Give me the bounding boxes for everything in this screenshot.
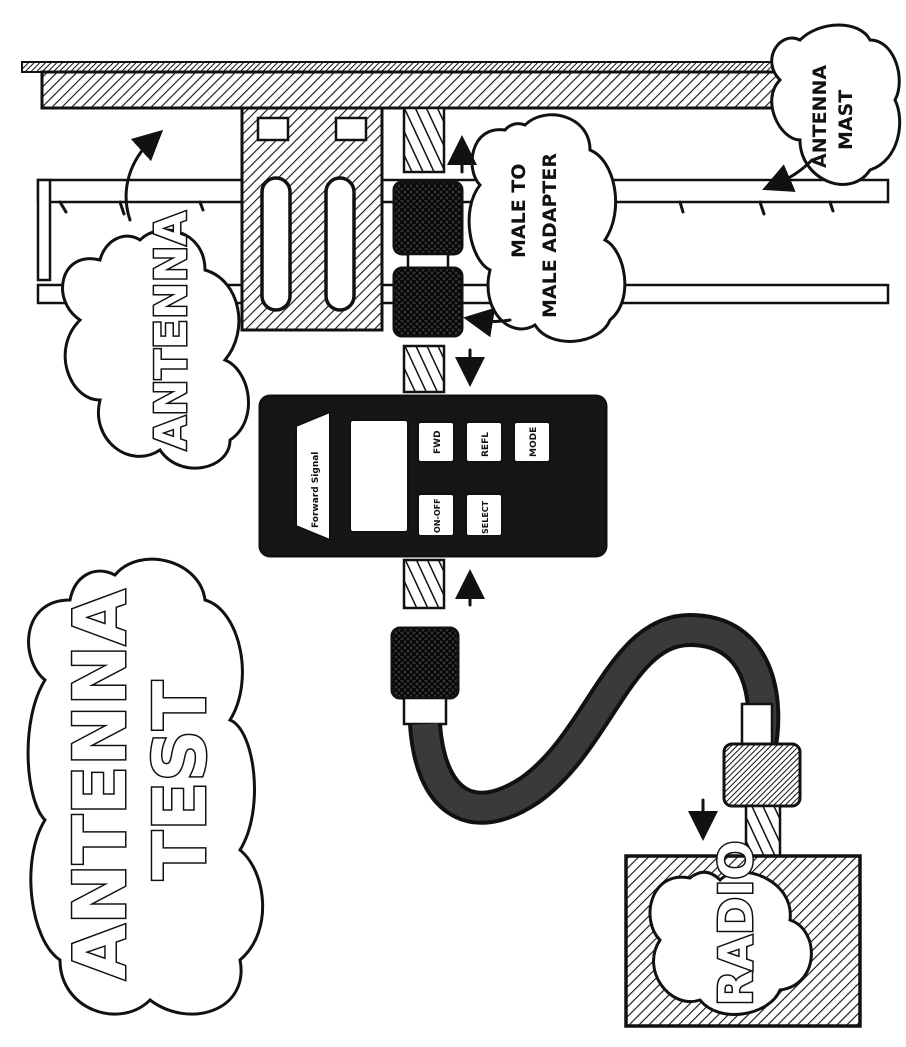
svg-text:SELECT: SELECT	[481, 500, 490, 534]
svg-text:MODE: MODE	[529, 427, 539, 457]
svg-text:ON-OFF: ON-OFF	[433, 498, 442, 533]
select-button: SELECT	[465, 493, 503, 537]
mode-button: MODE	[513, 421, 551, 463]
antenna-mast-label-line2: MAST	[835, 90, 857, 150]
male-to-male-adapter	[392, 180, 464, 338]
meter-top-thread	[402, 344, 446, 394]
fwd-button: FWD	[417, 421, 455, 463]
coax-cable	[390, 612, 802, 860]
meter-bottom-thread	[402, 558, 446, 610]
antenna-mast-label-line1: ANTENNA	[809, 65, 831, 168]
forward-signal-banner: Forward Signal	[295, 410, 331, 542]
antenna-thread	[402, 106, 446, 174]
title-cloud: ANTENNA TEST	[26, 557, 264, 1016]
forward-signal-label: Forward Signal	[311, 452, 321, 528]
antenna-label: ANTENNA	[146, 211, 197, 450]
title-word-test: TEST	[138, 681, 222, 880]
svg-text:REFL: REFL	[481, 432, 491, 457]
adapter-cloud: MALE TO MALE ADAPTER	[463, 113, 627, 343]
adapter-label-line2: MALE ADAPTER	[539, 153, 561, 318]
antenna-mast-cloud: ANTENNA MAST	[762, 23, 902, 192]
refl-button: REFL	[465, 421, 503, 463]
antenna-element	[21, 61, 803, 110]
antenna-base-mount	[240, 106, 384, 332]
radio-label: RADIO	[709, 841, 763, 1006]
radio-box: RADIO	[624, 839, 862, 1028]
meter-display	[349, 419, 409, 533]
antenna-cloud: ANTENNA	[61, 129, 250, 470]
adapter-label-line1: MALE TO	[508, 164, 530, 258]
svg-text:FWD: FWD	[433, 430, 443, 454]
connection-arrows	[447, 135, 718, 841]
on-off-button: ON-OFF	[417, 493, 455, 537]
title-word-antenna: ANTENNA	[58, 589, 142, 980]
swr-meter: Forward Signal FWD REFL MODE ON-OFF SELE…	[258, 394, 608, 558]
